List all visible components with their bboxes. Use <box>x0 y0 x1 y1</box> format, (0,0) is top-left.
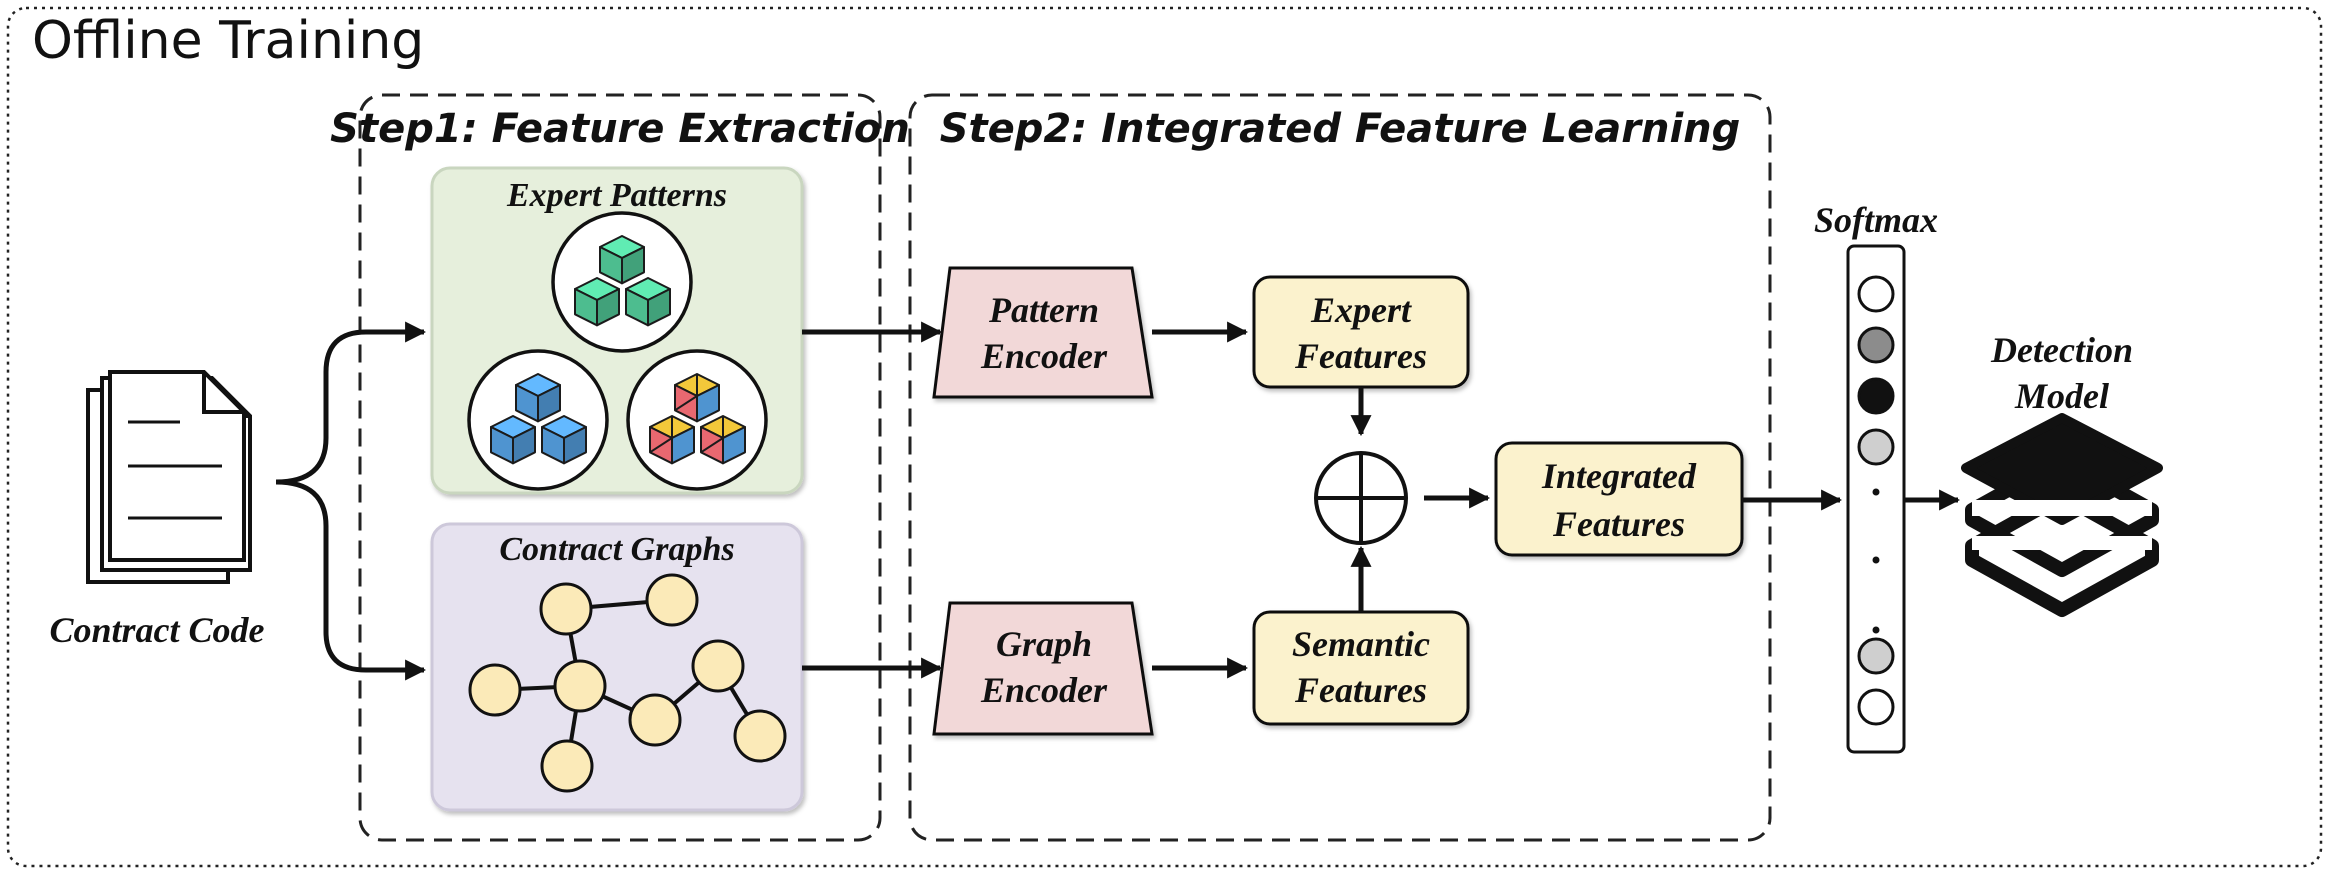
graph-encoder-line1: Graph <box>996 624 1092 664</box>
softmax-label: Softmax <box>1814 200 1938 240</box>
split-connector-lower <box>275 479 427 681</box>
graph-node <box>539 582 593 636</box>
expert-features-line1: Expert <box>1310 290 1412 330</box>
layers-stack-icon <box>1961 413 2163 617</box>
integrated-features-line1: Integrated <box>1541 456 1697 496</box>
cube-icon <box>700 415 746 465</box>
cube-icon <box>574 277 620 327</box>
contract-code-icon <box>86 370 252 584</box>
softmax-unit <box>1857 326 1895 364</box>
graph-encoder-line2: Encoder <box>980 670 1108 710</box>
expert-patterns-label: Expert Patterns <box>506 177 727 214</box>
page-title: Offline Training <box>32 11 424 71</box>
pattern-encoder <box>932 266 1154 399</box>
cube-icon <box>649 415 695 465</box>
softmax-unit <box>1857 637 1895 675</box>
cube-icon <box>541 415 587 465</box>
split-connector <box>275 321 427 485</box>
detection-model-line2: Model <box>2014 376 2109 416</box>
softmax-ellipsis <box>1872 488 1880 634</box>
graph-node <box>628 693 682 747</box>
pattern-encoder-line2: Encoder <box>980 336 1108 376</box>
cube-icon <box>625 277 671 327</box>
cube-icon <box>674 373 720 423</box>
graph-node <box>691 639 745 693</box>
softmax-units <box>1857 275 1895 726</box>
step2-frame <box>908 93 1772 842</box>
graph-nodes <box>468 573 787 793</box>
graph-node <box>553 659 607 713</box>
semantic-features-line1: Semantic <box>1292 624 1430 664</box>
softmax-unit <box>1857 428 1895 466</box>
cube-icons <box>490 235 746 465</box>
softmax-unit <box>1857 377 1895 415</box>
softmax-unit <box>1857 688 1895 726</box>
expert-features-line2: Features <box>1294 336 1427 376</box>
step1-title: Step1: Feature Extraction <box>330 106 910 152</box>
graph-encoder <box>932 601 1154 736</box>
graph-node <box>645 573 699 627</box>
graph-node <box>540 739 594 793</box>
contract-graphs-label: Contract Graphs <box>499 531 734 568</box>
semantic-features-line2: Features <box>1294 670 1427 710</box>
cube-icon <box>515 373 561 423</box>
graph-node <box>733 709 787 763</box>
softmax-layer <box>1846 244 1906 754</box>
softmax-unit <box>1857 275 1895 313</box>
cube-icon <box>599 235 645 285</box>
offline-training-frame <box>6 6 2323 868</box>
integrated-features-line2: Features <box>1552 504 1685 544</box>
step1-frame <box>358 93 882 842</box>
graph-node <box>468 663 522 717</box>
pattern-encoder-line1: Pattern <box>988 290 1099 330</box>
contract-code-label: Contract Code <box>49 610 264 650</box>
concat-operator-icon <box>1314 451 1408 545</box>
cube-icon <box>490 415 536 465</box>
detection-model-line1: Detection <box>1990 330 2133 370</box>
step2-title: Step2: Integrated Feature Learning <box>940 106 1741 152</box>
